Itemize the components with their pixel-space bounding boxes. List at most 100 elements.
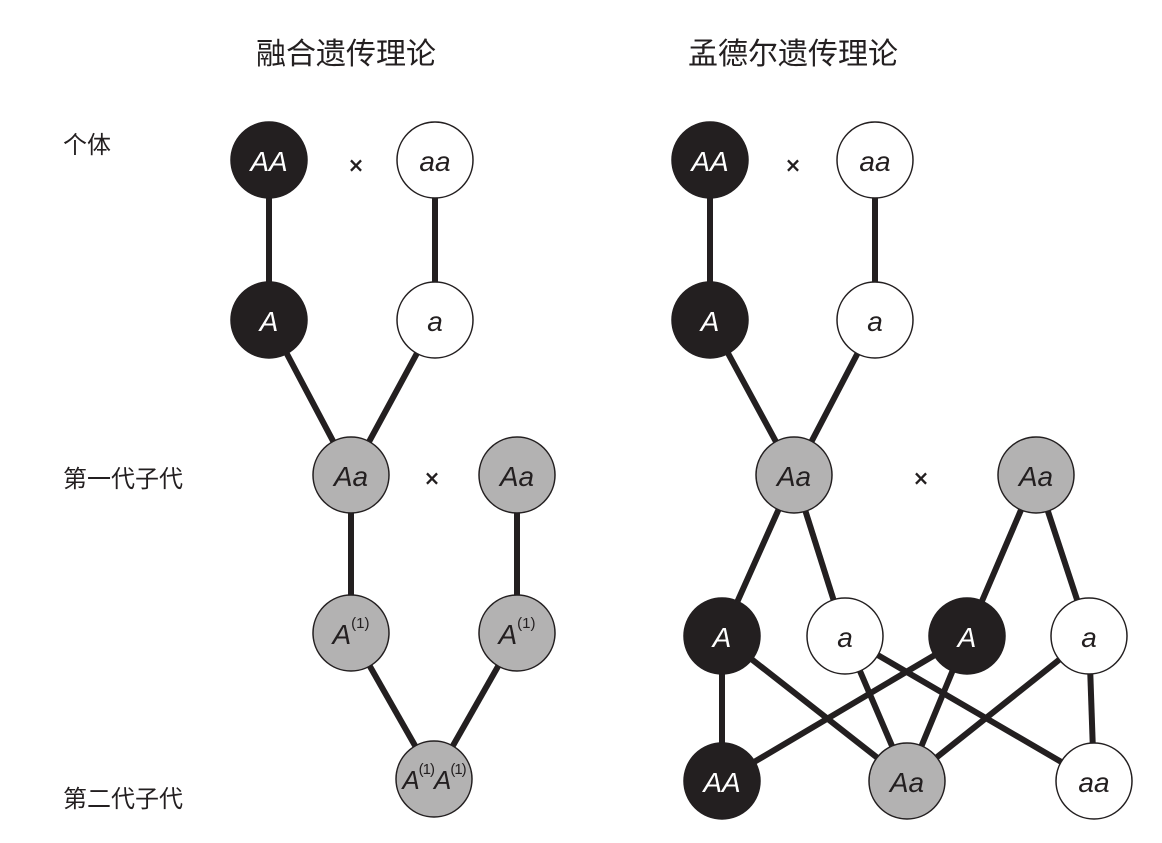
node-label: aa [1078,767,1109,798]
recessive-circle [836,281,914,359]
mendelian-node-m-g4: a [806,597,884,675]
allele-text: a [1081,622,1097,653]
mendelian-edge-m-g3-to-m-f2b [720,633,909,784]
node-label: a [837,622,853,653]
node-label: AA [248,146,287,177]
allele-text: Aa [498,461,534,492]
mendelian-node-m-g1: A [671,281,749,359]
recessive-circle [1050,597,1128,675]
mendelian-node-m-g2: a [836,281,914,359]
blending-node-b-p1: AA [230,121,308,199]
mendelian-node-m-p2: aa [836,121,914,199]
mendelian-node-m-f1b: Aa [997,436,1075,514]
node-label: Aa [332,461,368,492]
mendelian-node-m-p1: AA [671,121,749,199]
dominant-circle [683,597,761,675]
heterozygous-circle [478,594,556,672]
nodes-layer: AAaaAaAaAaA(1)​A(1)​A(1)​A(1)​AAaaAaAaAa… [230,121,1133,820]
allele-text: A [258,306,279,337]
row-label-f2: 第二代子代 [63,785,183,813]
recessive-circle [806,597,884,675]
mendelian-node-m-g5: A [928,597,1006,675]
node-label: A(1)​ [496,615,535,650]
allele-text: a [837,622,853,653]
node-label: A [956,622,977,653]
node-label: A(1)​A(1)​ [400,761,466,796]
recessive-circle [396,121,474,199]
node-label: Aa [888,767,924,798]
allele-text: aa [419,146,450,177]
node-label: AA [689,146,728,177]
mendelian-node-m-f2a: AA [683,742,761,820]
allele-text: Aa [332,461,368,492]
mendelian-node-m-g3: A [683,597,761,675]
dominant-circle [671,281,749,359]
heterozygous-circle [312,436,390,514]
row-label-individual: 个体 [63,131,111,159]
superscript-text: (1) [517,615,535,632]
dominant-circle [683,742,761,820]
node-label: Aa [1017,461,1053,492]
heterozygous-circle [868,742,946,820]
recessive-circle [1055,742,1133,820]
cross-symbol-mendelian-parents: × [785,153,802,177]
allele-text: AA [689,146,728,177]
mendelian-node-m-f1a: Aa [755,436,833,514]
recessive-circle [836,121,914,199]
allele-text: Aa [1017,461,1053,492]
allele-text: A [496,619,517,650]
heterozygous-circle [478,436,556,514]
recessive-circle [396,281,474,359]
node-label: A [699,306,720,337]
blending-node-b-g1: A [230,281,308,359]
blending-node-b-p2: aa [396,121,474,199]
mendelian-edge-m-g4-to-m-f2c [843,633,1096,784]
heterozygous-circle [395,740,473,818]
allele-text: Aa [888,767,924,798]
node-label: A [258,306,279,337]
dominant-circle [928,597,1006,675]
node-label: a [427,306,443,337]
node-label: aa [859,146,890,177]
dominant-circle [671,121,749,199]
blending-node-b-g2: a [396,281,474,359]
node-label: A [711,622,732,653]
heterozygous-circle [755,436,833,514]
allele-text: A [400,765,418,795]
allele-text: aa [1078,767,1109,798]
allele-text: a [427,306,443,337]
row-label-f1: 第一代子代 [63,465,183,493]
heterozygous-circle [997,436,1075,514]
allele-text: AA [248,146,287,177]
dominant-circle [230,281,308,359]
superscript-text: (1) [351,615,369,632]
mendelian-node-m-g6: a [1050,597,1128,675]
blending-node-b-g4: A(1)​ [478,594,556,672]
edges-layer [266,160,1097,784]
allele-text: A [432,765,450,795]
mendelian-title: 孟德尔遗传理论 [688,37,898,72]
node-label: A(1)​ [330,615,369,650]
mendelian-node-m-f2c: aa [1055,742,1133,820]
node-label: a [1081,622,1097,653]
cross-symbol-blending-f1: × [424,466,441,490]
allele-text: a [867,306,883,337]
allele-text: aa [859,146,890,177]
allele-text: A [711,622,732,653]
allele-text: A [699,306,720,337]
superscript-text: (1) [450,761,466,778]
blending-node-b-f1b: Aa [478,436,556,514]
mendelian-edge-m-g6-to-m-f2b [905,633,1091,784]
blending-node-b-f1a: Aa [312,436,390,514]
blending-node-b-f2: A(1)​A(1)​ [395,740,473,818]
cross-symbol-blending-parents: × [348,153,365,177]
allele-text: AA [701,767,740,798]
dominant-circle [230,121,308,199]
allele-text: A [956,622,977,653]
node-label: Aa [498,461,534,492]
superscript-text: (1) [419,761,435,778]
mendelian-node-m-f2b: Aa [868,742,946,820]
node-label: a [867,306,883,337]
node-label: aa [419,146,450,177]
